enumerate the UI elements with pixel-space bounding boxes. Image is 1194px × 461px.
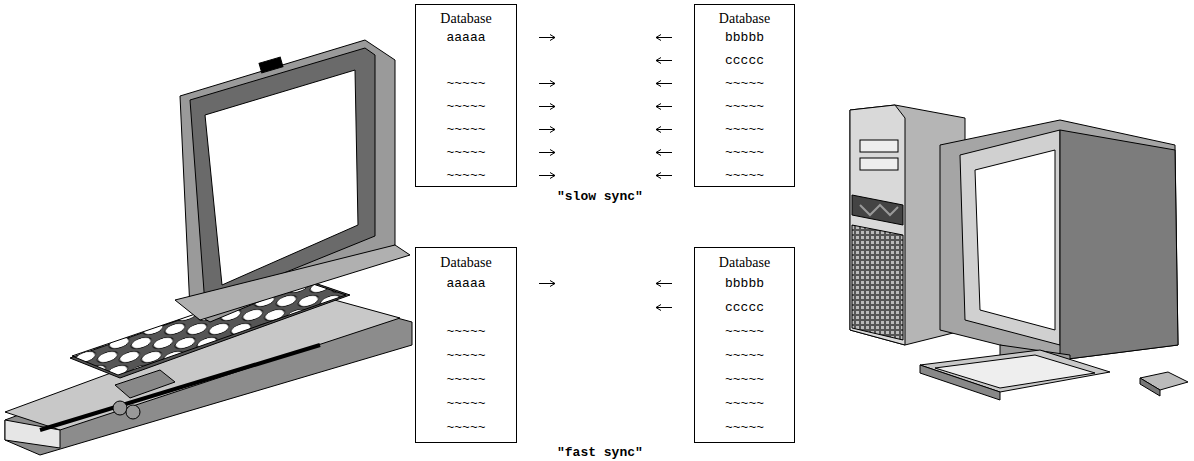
desktop-illustration xyxy=(850,105,1188,400)
record-row: ~~~~~ xyxy=(695,325,794,338)
sync-arrow xyxy=(550,176,555,179)
record-row: ~~~~~ xyxy=(695,77,794,90)
record-row: ~~~~~ xyxy=(695,169,794,182)
record-row: ~~~~~ xyxy=(416,349,516,362)
record-row: ~~~~~ xyxy=(416,146,516,159)
record-row: ~~~~~ xyxy=(416,397,516,410)
database-box: Database bbbbb ccccc ~~~~~ ~~~~~ ~~~~~ ~~~~~ ~~… xyxy=(694,4,795,187)
sync-arrow xyxy=(539,129,555,130)
sync-arrow xyxy=(656,281,661,284)
record-row: ~~~~~ xyxy=(416,77,516,90)
database-box: Database aaaaa ~~~~~ ~~~~~ ~~~~~ ~~~~~ ~~~~~ xyxy=(415,4,517,187)
sync-arrow xyxy=(656,83,672,84)
sync-arrow xyxy=(550,107,555,110)
box-heading: Database xyxy=(416,256,516,270)
sync-arrow xyxy=(550,35,555,38)
sync-arrow xyxy=(550,127,555,130)
record-row: ~~~~~ xyxy=(695,421,794,434)
record-row: ~~~~~ xyxy=(416,169,516,182)
sync-arrow xyxy=(550,153,555,156)
record-row: ~~~~~ xyxy=(416,123,516,136)
sync-caption: "fast sync" xyxy=(555,445,645,460)
sync-arrow xyxy=(656,84,661,87)
record-row: bbbbb xyxy=(695,277,794,290)
sync-arrow xyxy=(539,83,555,84)
database-box: Database bbbbb ccccc ~~~~~ ~~~~~ ~~~~~ ~~~~~ ~~… xyxy=(694,247,795,443)
sync-arrow xyxy=(656,130,661,133)
record-row: ~~~~~ xyxy=(416,325,516,338)
sync-arrow xyxy=(550,84,555,87)
sync-arrow xyxy=(656,308,661,311)
sync-arrow xyxy=(656,150,661,153)
sync-arrow xyxy=(550,130,555,133)
sync-arrow xyxy=(656,152,672,153)
box-heading: Database xyxy=(695,256,794,270)
record-row: aaaaa xyxy=(416,31,516,44)
sync-arrow xyxy=(656,35,661,38)
sync-arrow xyxy=(539,106,555,107)
box-heading: Database xyxy=(695,12,794,26)
record-row: ~~~~~ xyxy=(695,349,794,362)
sync-arrow xyxy=(656,176,661,179)
record-row: ~~~~~ xyxy=(695,373,794,386)
sync-arrow xyxy=(539,37,555,38)
sync-arrow xyxy=(539,152,555,153)
sync-arrow xyxy=(656,106,672,107)
record-row: ~~~~~ xyxy=(695,100,794,113)
record-row: ~~~~~ xyxy=(416,100,516,113)
record-row: ~~~~~ xyxy=(695,123,794,136)
record-row: ccccc xyxy=(695,54,794,67)
sync-arrow xyxy=(550,281,555,284)
sync-arrow xyxy=(656,104,661,107)
sync-arrow xyxy=(656,38,661,41)
database-box: Database aaaaa ~~~~~ ~~~~~ ~~~~~ ~~~~~ ~~~~~ xyxy=(415,247,517,443)
sync-arrow xyxy=(656,283,672,284)
sync-arrow xyxy=(550,173,555,176)
sync-arrow xyxy=(656,60,672,61)
sync-arrow xyxy=(550,150,555,153)
sync-arrow xyxy=(656,129,672,130)
sync-arrow xyxy=(656,58,661,61)
sync-arrow xyxy=(550,104,555,107)
sync-arrow xyxy=(656,175,672,176)
sync-arrow xyxy=(550,38,555,41)
record-row: ~~~~~ xyxy=(416,421,516,434)
sync-arrow xyxy=(656,107,661,110)
sync-arrow xyxy=(550,284,555,287)
sync-arrow xyxy=(656,284,661,287)
sync-arrow xyxy=(539,283,555,284)
record-row: ~~~~~ xyxy=(695,397,794,410)
sync-arrow xyxy=(656,127,661,130)
sync-arrow xyxy=(656,307,672,308)
sync-arrow xyxy=(539,175,555,176)
sync-arrow xyxy=(656,37,672,38)
sync-arrow xyxy=(656,81,661,84)
sync-arrow xyxy=(656,153,661,156)
sync-arrow xyxy=(550,81,555,84)
record-row: aaaaa xyxy=(416,277,516,290)
record-row: ~~~~~ xyxy=(695,146,794,159)
sync-arrow xyxy=(656,305,661,308)
sync-arrow xyxy=(656,61,661,64)
sync-caption: "slow sync" xyxy=(555,189,645,204)
record-row: ~~~~~ xyxy=(416,373,516,386)
record-row: bbbbb xyxy=(695,31,794,44)
laptop-illustration xyxy=(5,40,412,455)
sync-arrow xyxy=(656,173,661,176)
box-heading: Database xyxy=(416,12,516,26)
record-row: ccccc xyxy=(695,301,794,314)
